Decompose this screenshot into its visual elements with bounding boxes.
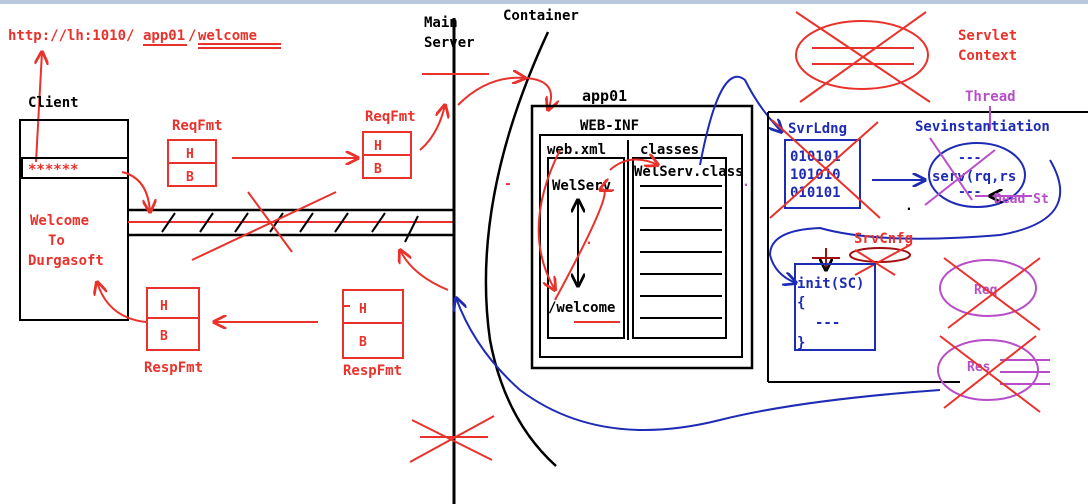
thread-label: Thread bbox=[965, 89, 1016, 105]
serv-method-label: serv(rq,rs bbox=[932, 169, 1016, 185]
servlet-context-label-1: Servlet bbox=[958, 28, 1017, 44]
servlet-loading-group: SvrLdng 010101 101010 010101 bbox=[769, 119, 881, 219]
lifecycle-area bbox=[767, 111, 1088, 383]
reqfmt-label-2: ReqFmt bbox=[365, 109, 416, 125]
url-separator: / bbox=[188, 28, 196, 44]
welserv-class-label: WelServ.class bbox=[634, 164, 744, 180]
sevinstantiation-label: Sevinstantiation bbox=[915, 119, 1050, 135]
config-arrow bbox=[768, 159, 1061, 283]
welcome-text-3: Durgasoft bbox=[28, 253, 104, 269]
instantiation-group: Sevinstantiation --- serv(rq,rs --- Dead… bbox=[915, 119, 1050, 208]
respfmt-label-1: RespFmt bbox=[144, 360, 203, 376]
webinf-label: WEB-INF bbox=[580, 118, 639, 134]
header-label: H bbox=[186, 147, 194, 162]
srvcnfg-label: SrvCnfg bbox=[854, 231, 913, 247]
binary-line-1: 010101 bbox=[790, 149, 841, 165]
classes-box bbox=[632, 157, 727, 339]
app01-box bbox=[530, 104, 754, 370]
header-label: H bbox=[374, 139, 382, 154]
dash-line-1: --- bbox=[958, 151, 981, 166]
request-packet-server: ReqFmt H B bbox=[362, 109, 416, 179]
url-prefix: http://lh:1010/ bbox=[8, 28, 134, 44]
main-server-group: Main Server bbox=[409, 15, 525, 504]
body-label: B bbox=[374, 162, 382, 177]
servlet-context-label-2: Context bbox=[958, 48, 1017, 64]
init-method-label: init(SC) bbox=[797, 276, 864, 292]
client-label: Client bbox=[28, 95, 79, 111]
container-group: Container - bbox=[484, 8, 579, 467]
header-label: H bbox=[359, 302, 367, 317]
dash-line-3: --- bbox=[815, 315, 840, 331]
main-server-label-1: Main bbox=[424, 15, 458, 31]
client-input-field bbox=[21, 157, 129, 179]
welcome-text-1: Welcome bbox=[30, 213, 89, 229]
header-label: H bbox=[160, 299, 168, 314]
svg-text:.: . bbox=[742, 175, 750, 190]
dead-state-label: Dead St bbox=[994, 192, 1049, 207]
body-label: B bbox=[160, 329, 168, 344]
body-label: B bbox=[359, 335, 367, 350]
response-packet-server: H B RespFmt bbox=[342, 289, 404, 379]
resp-arrow-2 bbox=[97, 282, 147, 323]
app01-label: app01 bbox=[582, 87, 627, 105]
init-group: init(SC) { --- } bbox=[794, 263, 876, 351]
classes-label: classes bbox=[640, 142, 699, 158]
slash-welcome-label: /welcome bbox=[548, 300, 615, 316]
password-text: ****** bbox=[28, 162, 79, 178]
reqfmt-label-1: ReqFmt bbox=[172, 118, 223, 134]
res-label: Res bbox=[967, 360, 990, 375]
network-pipe bbox=[121, 171, 453, 261]
webxml-box bbox=[547, 157, 625, 339]
return-arrow bbox=[400, 250, 449, 291]
request-packet-client: ReqFmt H B bbox=[167, 118, 223, 187]
response-packet-client: H B RespFmt bbox=[144, 287, 203, 376]
window-top-border bbox=[0, 0, 1088, 4]
svg-text:-: - bbox=[504, 177, 512, 192]
app01-group: app01 WEB-INF web.xml classes WelServ /w… bbox=[530, 87, 754, 370]
body-label: B bbox=[186, 170, 194, 185]
container-label: Container bbox=[503, 8, 579, 24]
svg-text:.: . bbox=[585, 233, 593, 248]
main-server-label-2: Server bbox=[424, 35, 475, 51]
response-return-arrow bbox=[456, 298, 941, 431]
url-arrow bbox=[36, 52, 42, 163]
welserv-label: WelServ bbox=[552, 178, 611, 194]
url-page: welcome bbox=[198, 28, 257, 44]
welcome-text-2: To bbox=[48, 233, 65, 249]
brace-close: } bbox=[797, 335, 805, 351]
respfmt-label-2: RespFmt bbox=[343, 363, 402, 379]
client-group: Client ****** Welcome To Durgasoft bbox=[19, 95, 129, 321]
response-object-group: Res bbox=[937, 335, 1050, 413]
request-object-group: Req bbox=[939, 257, 1041, 331]
url-app: app01 bbox=[143, 28, 185, 44]
svg-text:.: . bbox=[905, 199, 913, 214]
svrldng-label: SvrLdng bbox=[788, 121, 847, 137]
brace-open: { bbox=[797, 295, 805, 311]
servlet-context-group: Servlet Context bbox=[795, 11, 1017, 103]
servlet-config-group: SrvCnfg bbox=[812, 231, 913, 276]
webxml-label: web.xml bbox=[547, 142, 606, 158]
req-arrow-2 bbox=[419, 105, 445, 151]
url-group: http://lh:1010/ app01 / welcome bbox=[8, 28, 281, 163]
